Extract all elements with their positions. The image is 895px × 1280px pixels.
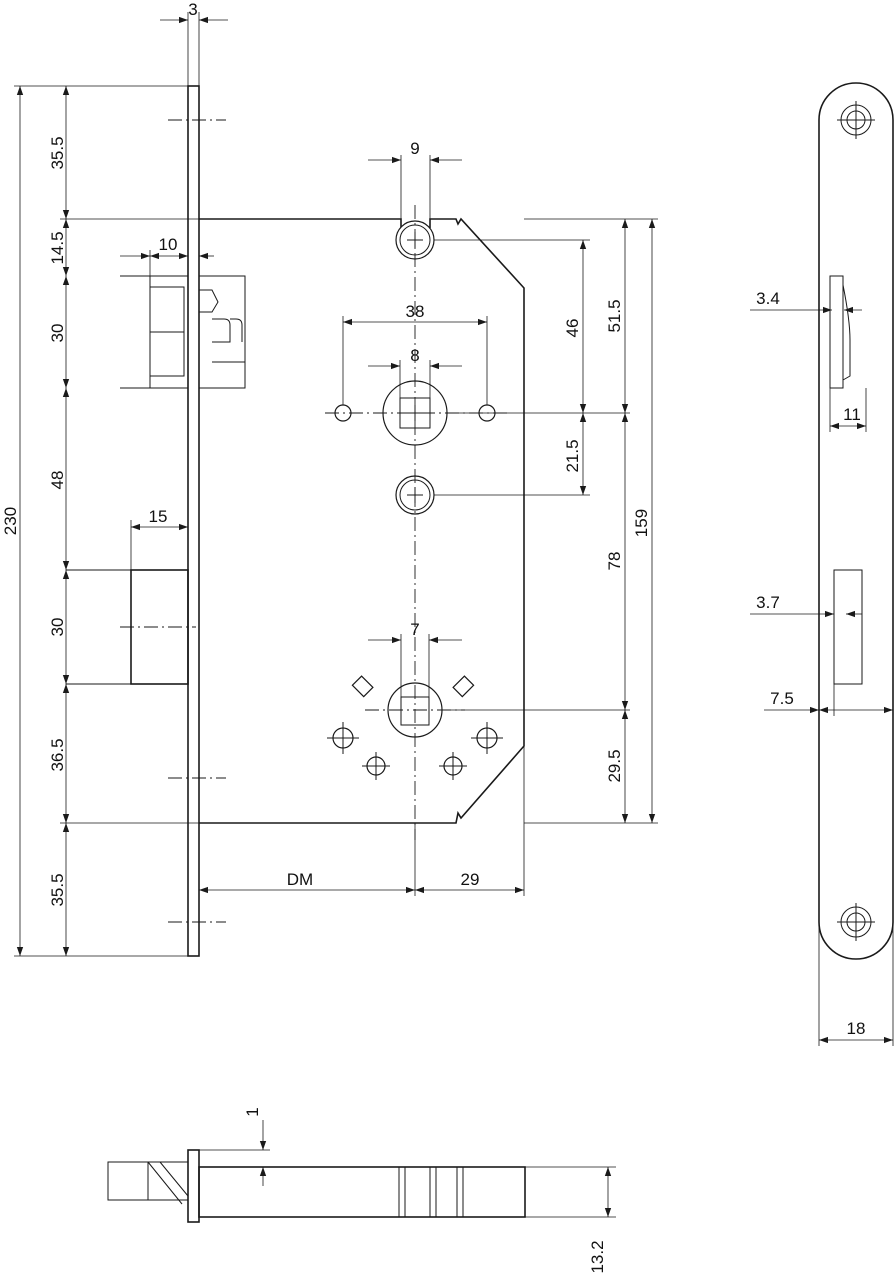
top-view <box>107 1149 526 1223</box>
dim-cylinder-to-follower: 46 <box>563 319 582 338</box>
dim-latch-to-bolt: 48 <box>48 471 67 490</box>
strike-bottom-screw <box>837 903 875 941</box>
top-faceplate <box>187 1149 200 1223</box>
dim-plate-width: 18 <box>847 1019 866 1038</box>
dim-latch-height: 30 <box>48 324 67 343</box>
dim-lever-hole-spacing: 38 <box>406 302 425 321</box>
dim-follower-square: 8 <box>410 346 419 365</box>
front-view-dimensions: 230 35.5 14.5 30 48 30 36.5 35.5 3 10 15 <box>1 0 658 957</box>
dim-case-to-bottom: 35.5 <box>48 873 67 906</box>
strike-latch-window <box>829 275 851 389</box>
dim-bolt-recess-depth: 3.7 <box>756 593 780 612</box>
strike-plate-dimensions: 3.4 11 3.7 7.5 18 <box>750 289 894 1046</box>
dim-bolt-height: 30 <box>48 618 67 637</box>
dim-total-height: 230 <box>1 507 20 535</box>
dim-case-to-latch: 14.5 <box>48 231 67 264</box>
dim-follower-to-lower-spindle: 78 <box>605 552 624 571</box>
lower-spindle-hub <box>351 675 475 738</box>
dim-latch-window-width: 11 <box>843 405 861 424</box>
dim-case-top-to-follower: 51.5 <box>605 299 624 332</box>
dim-latch-recess-depth: 3.4 <box>756 289 780 308</box>
faceplate-screw-centerline <box>120 119 226 923</box>
dim-total-case-height: 159 <box>632 509 651 537</box>
dim-lower-spindle-to-case: 29.5 <box>605 749 624 782</box>
dim-cylinder-slot-width: 9 <box>410 139 419 158</box>
dim-plate-offset: 1 <box>243 1107 262 1116</box>
dim-follower-to-lower-hole: 21.5 <box>563 439 582 472</box>
dim-top-to-case: 35.5 <box>48 136 67 169</box>
dim-bolt-to-case: 36.5 <box>48 738 67 771</box>
strike-plate-view <box>818 82 894 960</box>
top-view-dimensions: 1 13.2 <box>199 1107 616 1274</box>
strike-plate-outline <box>818 82 894 960</box>
strike-top-screw <box>837 101 875 139</box>
dim-bolt-edge-offset: 7.5 <box>770 689 794 708</box>
strike-bolt-window <box>833 569 863 685</box>
lock-case <box>199 217 525 824</box>
dim-case-thickness: 13.2 <box>588 1240 607 1273</box>
front-view <box>66 85 525 957</box>
dim-bolt-projection: 15 <box>149 507 168 526</box>
top-case <box>198 1166 526 1218</box>
dim-latch-projection: 10 <box>159 235 178 254</box>
faceplate <box>187 85 200 957</box>
dim-lower-square: 7 <box>410 620 419 639</box>
lower-screw-holes <box>327 722 503 780</box>
dim-faceplate-thickness: 3 <box>188 0 197 19</box>
dim-backset: DM <box>287 870 313 889</box>
latch-bolt <box>120 275 246 389</box>
dim-spindle-to-case-back: 29 <box>461 870 480 889</box>
